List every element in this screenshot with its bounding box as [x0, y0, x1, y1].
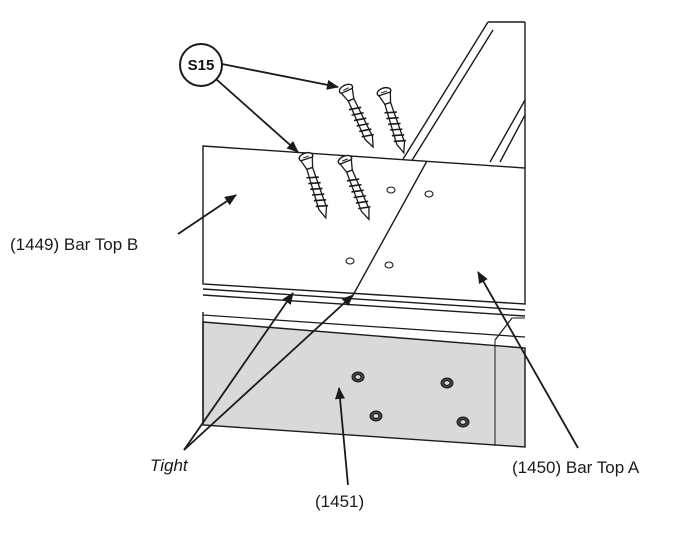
bar-tops — [202, 145, 526, 317]
bar-top-seam — [351, 160, 428, 298]
screw-s15-upper-left — [338, 83, 374, 149]
callout-s15-text: S15 — [188, 57, 215, 74]
leader-arrows — [177, 63, 579, 486]
arrow-bar-top-b — [177, 194, 237, 235]
label-lower-panel: (1451) — [315, 492, 364, 511]
screw-s15-upper-right — [376, 86, 407, 155]
lower-panel-fasteners — [351, 371, 470, 428]
arrow-s15-to-upper-screw — [221, 63, 339, 90]
arrow-tight-2 — [183, 294, 354, 451]
pilot-hole — [424, 190, 434, 198]
label-bar-top-a: (1450) Bar Top A — [512, 458, 640, 477]
arrow-lower-panel — [335, 387, 349, 486]
pilot-hole — [386, 186, 396, 194]
fastener-head — [369, 410, 383, 422]
lower-panel-1451 — [202, 312, 526, 448]
fastener-head — [456, 416, 470, 428]
fastener-head — [440, 377, 454, 389]
label-tight: Tight — [150, 456, 189, 475]
arrow-s15-to-lower-screw — [215, 78, 299, 153]
pilot-hole — [345, 257, 355, 265]
arrow-bar-top-a — [477, 271, 579, 449]
arrow-tight-1 — [183, 292, 294, 451]
fastener-head — [351, 371, 365, 383]
rear-upright-panel — [399, 21, 526, 168]
screw-s15-lower-left — [298, 151, 329, 220]
pilot-hole — [384, 261, 394, 269]
callout-s15: S15 — [179, 43, 223, 87]
label-bar-top-b: (1449) Bar Top B — [10, 235, 138, 254]
bar-top-holes — [345, 186, 434, 269]
screw-s15-lower-right — [337, 154, 371, 221]
